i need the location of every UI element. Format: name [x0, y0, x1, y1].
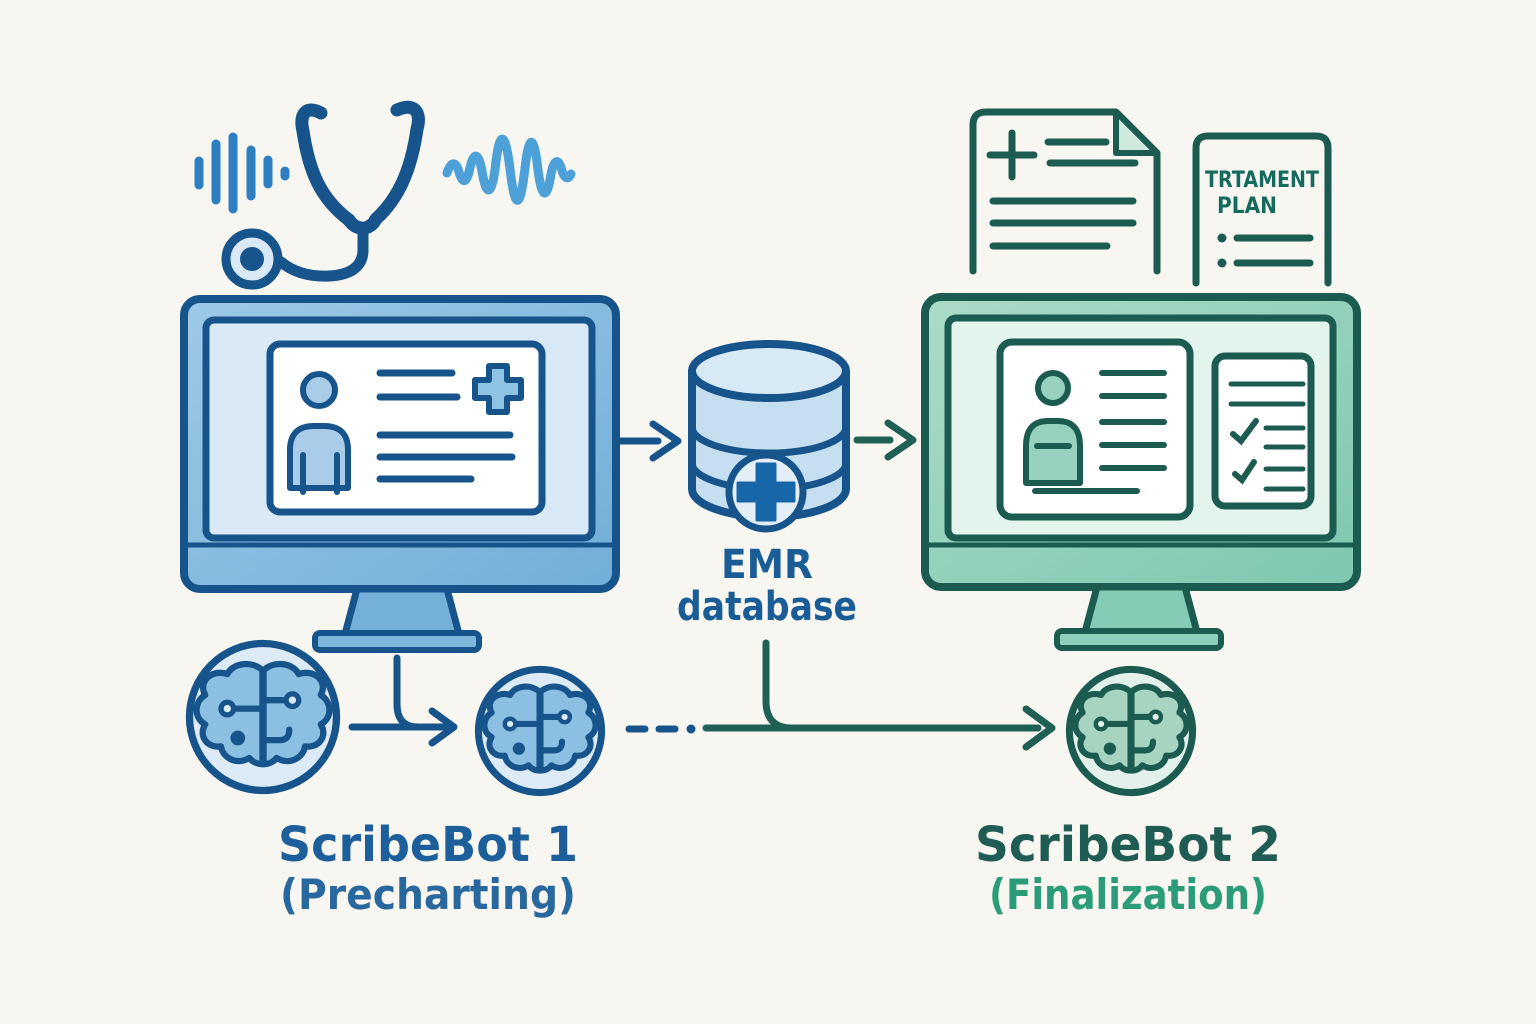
- stethoscope-icon: [221, 100, 425, 290]
- patient-summary-card: [996, 338, 1194, 521]
- dashed-handoff-line: [625, 724, 696, 734]
- scribebot2-brain-icon: [1065, 665, 1197, 797]
- bullet-dot: [1217, 258, 1227, 268]
- monitor-stand: [341, 585, 463, 638]
- arrow-database-to-monitor: [853, 419, 917, 461]
- scribebot1-subtitle: (Precharting): [280, 870, 576, 919]
- scribebot1-handoff-brain-icon: [474, 665, 606, 797]
- treatment-plan-title-line2: PLAN: [1217, 194, 1277, 219]
- patient-chart-monitor-icon: [180, 295, 620, 653]
- treatment-plan-document-icon: TRTAMENT PLAN: [1192, 132, 1332, 287]
- scribebot1-brain-icon: [185, 639, 341, 795]
- arrow-monitor-to-database: [612, 420, 682, 462]
- medical-cross-icon: [472, 363, 524, 415]
- monitor-base: [312, 630, 482, 653]
- medical-report-document-icon: [969, 108, 1161, 275]
- audio-waveform-icon: [442, 134, 576, 205]
- arrow-database-to-brain3: [702, 639, 1056, 751]
- arrow-monitor-to-brain2: [348, 654, 458, 747]
- patient-card: [266, 340, 546, 516]
- scribebot1-title: ScribeBot 1: [278, 817, 578, 873]
- chart-text-lines: [1032, 370, 1167, 494]
- finalized-chart-monitor-icon: [921, 293, 1361, 651]
- emr-database-label-line2: database: [677, 584, 857, 630]
- bullet-dot: [1217, 233, 1227, 243]
- scribebot2-title: ScribeBot 2: [975, 817, 1281, 873]
- monitor-stand: [1081, 583, 1201, 636]
- chart-text-lines: [376, 369, 516, 483]
- treatment-plan-title-line1: TRTAMENT: [1205, 168, 1319, 193]
- checkmark-icon: [1230, 418, 1259, 446]
- person-icon: [1023, 370, 1083, 486]
- scribebot2-subtitle: (Finalization): [989, 870, 1267, 919]
- medical-cross-icon: [736, 462, 796, 522]
- folded-corner: [1113, 109, 1160, 156]
- emr-database-label-line1: EMR: [721, 542, 813, 588]
- audio-bars-icon: [194, 132, 290, 214]
- person-icon: [287, 371, 351, 495]
- checklist-panel-icon: [1211, 352, 1315, 510]
- checkmark-icon: [1232, 459, 1257, 485]
- monitor-base: [1054, 628, 1224, 651]
- emr-database-icon: [688, 340, 850, 533]
